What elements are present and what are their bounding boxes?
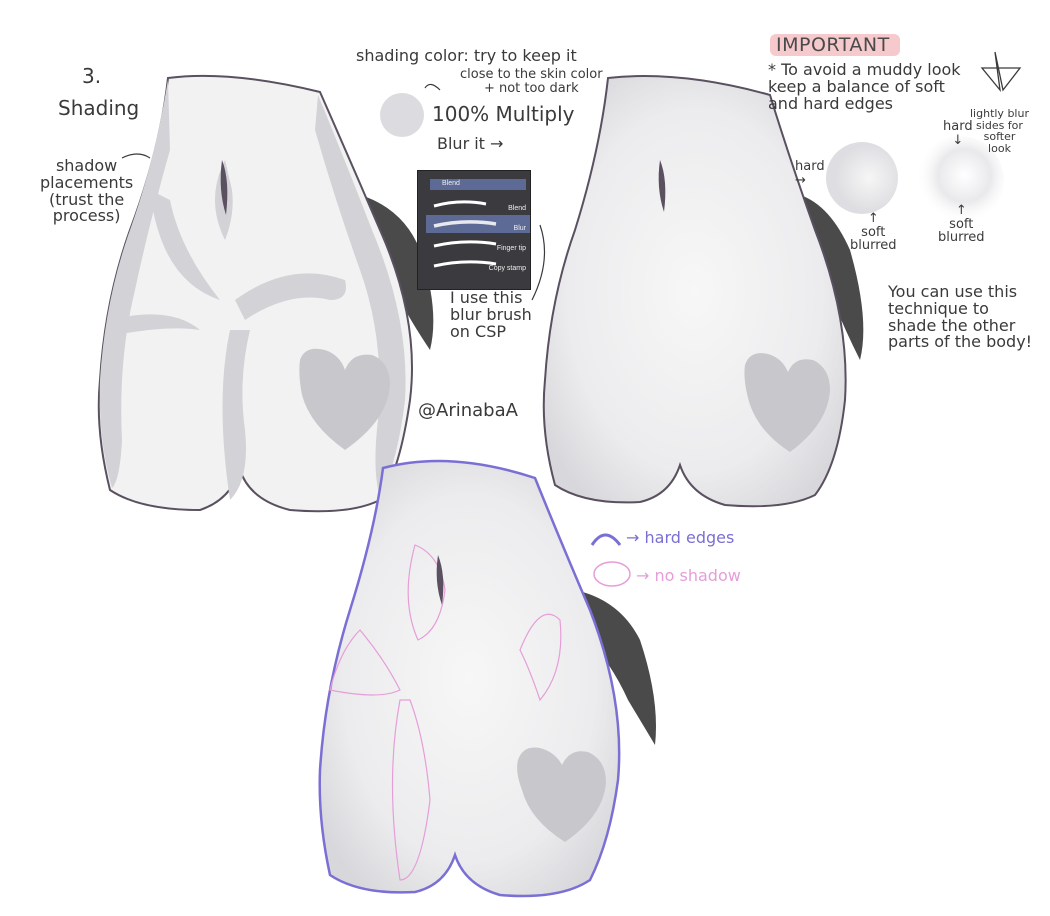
csp-tool-finger-tip[interactable]: Finger tip: [426, 235, 530, 253]
belly-curve-shadow: [150, 190, 220, 300]
hip-shadow: [235, 273, 346, 320]
csp-tool-label: Blur: [513, 225, 526, 232]
figure-shadow-placements: [97, 74, 434, 513]
navel-3: [436, 555, 444, 605]
navel-2: [658, 160, 666, 212]
note-hard-top: hard ↓: [943, 119, 973, 148]
no-shadow-legend-mark: [593, 561, 631, 587]
note-soft-blurred: ↑ soft blurred: [850, 211, 897, 254]
soft-blur-demo-circle: [916, 136, 1004, 224]
thigh-shadow: [110, 314, 200, 335]
note-blur-it: Blur it →: [437, 134, 504, 153]
csp-tool-label: Finger tip: [496, 245, 526, 252]
csp-tab[interactable]: Blend: [430, 179, 526, 190]
note-soft-blurred-2: ↑ soft blurred: [938, 203, 985, 246]
csp-tab-label: Blend: [442, 180, 460, 187]
no-shadow-left-leg: [391, 699, 431, 881]
heart-mark-2: [744, 353, 830, 452]
no-shadow-right-hip: [519, 613, 562, 702]
arrow-curve-icon: [424, 83, 441, 91]
csp-brush-panel: Blend Blend Blur Finger tip Copy stamp: [417, 170, 531, 290]
figure-blurred: [542, 75, 864, 508]
csp-tool-blend[interactable]: Blend: [426, 195, 530, 213]
figure-edges-guide: [318, 459, 656, 898]
note-lightly-blur: lightly blur sides for softer look: [970, 107, 1029, 155]
inner-leg-shadow: [222, 330, 250, 500]
csp-tool-copy-stamp[interactable]: Copy stamp: [426, 255, 530, 273]
csp-tool-blur[interactable]: Blur: [426, 215, 530, 233]
left-shadow: [99, 80, 170, 488]
note-hard: hard →: [795, 159, 825, 188]
no-shadow-left-hip: [329, 629, 401, 696]
note-muddy-look: * To avoid a muddy look keep a balance o…: [768, 60, 961, 113]
csp-tool-label: Blend: [508, 205, 526, 212]
note-shadow-placements: shadow placements (trust the process): [40, 156, 134, 226]
heart-mark-3: [517, 747, 606, 842]
arrow-icon: [121, 153, 151, 159]
note-technique: You can use this technique to shade the …: [888, 282, 1033, 352]
note-shading-color-detail: close to the skin color + not too dark: [460, 67, 603, 96]
csp-tool-label: Copy stamp: [488, 265, 526, 272]
star-icon: [980, 51, 1022, 93]
hard-edge-demo-circle: [826, 142, 898, 214]
important-heading: IMPORTANT: [770, 34, 900, 56]
note-shading-color: shading color: try to keep it: [356, 46, 577, 65]
signature: @ArinabaA: [418, 400, 518, 421]
step-title: Shading: [58, 96, 140, 120]
note-multiply: 100% Multiply: [432, 102, 575, 126]
no-shadow-belly: [407, 544, 446, 641]
arrow-up-icon: [531, 224, 546, 301]
heart-mark: [299, 348, 390, 450]
step-number: 3.: [82, 64, 102, 88]
legend-hard-edges: → hard edges: [626, 528, 735, 547]
shading-color-swatch: [380, 93, 424, 137]
navel: [220, 160, 228, 215]
hard-edge-legend-mark: [590, 533, 622, 546]
note-blur-brush: I use this blur brush on CSP: [450, 288, 532, 341]
legend-no-shadow: → no shadow: [636, 566, 741, 585]
